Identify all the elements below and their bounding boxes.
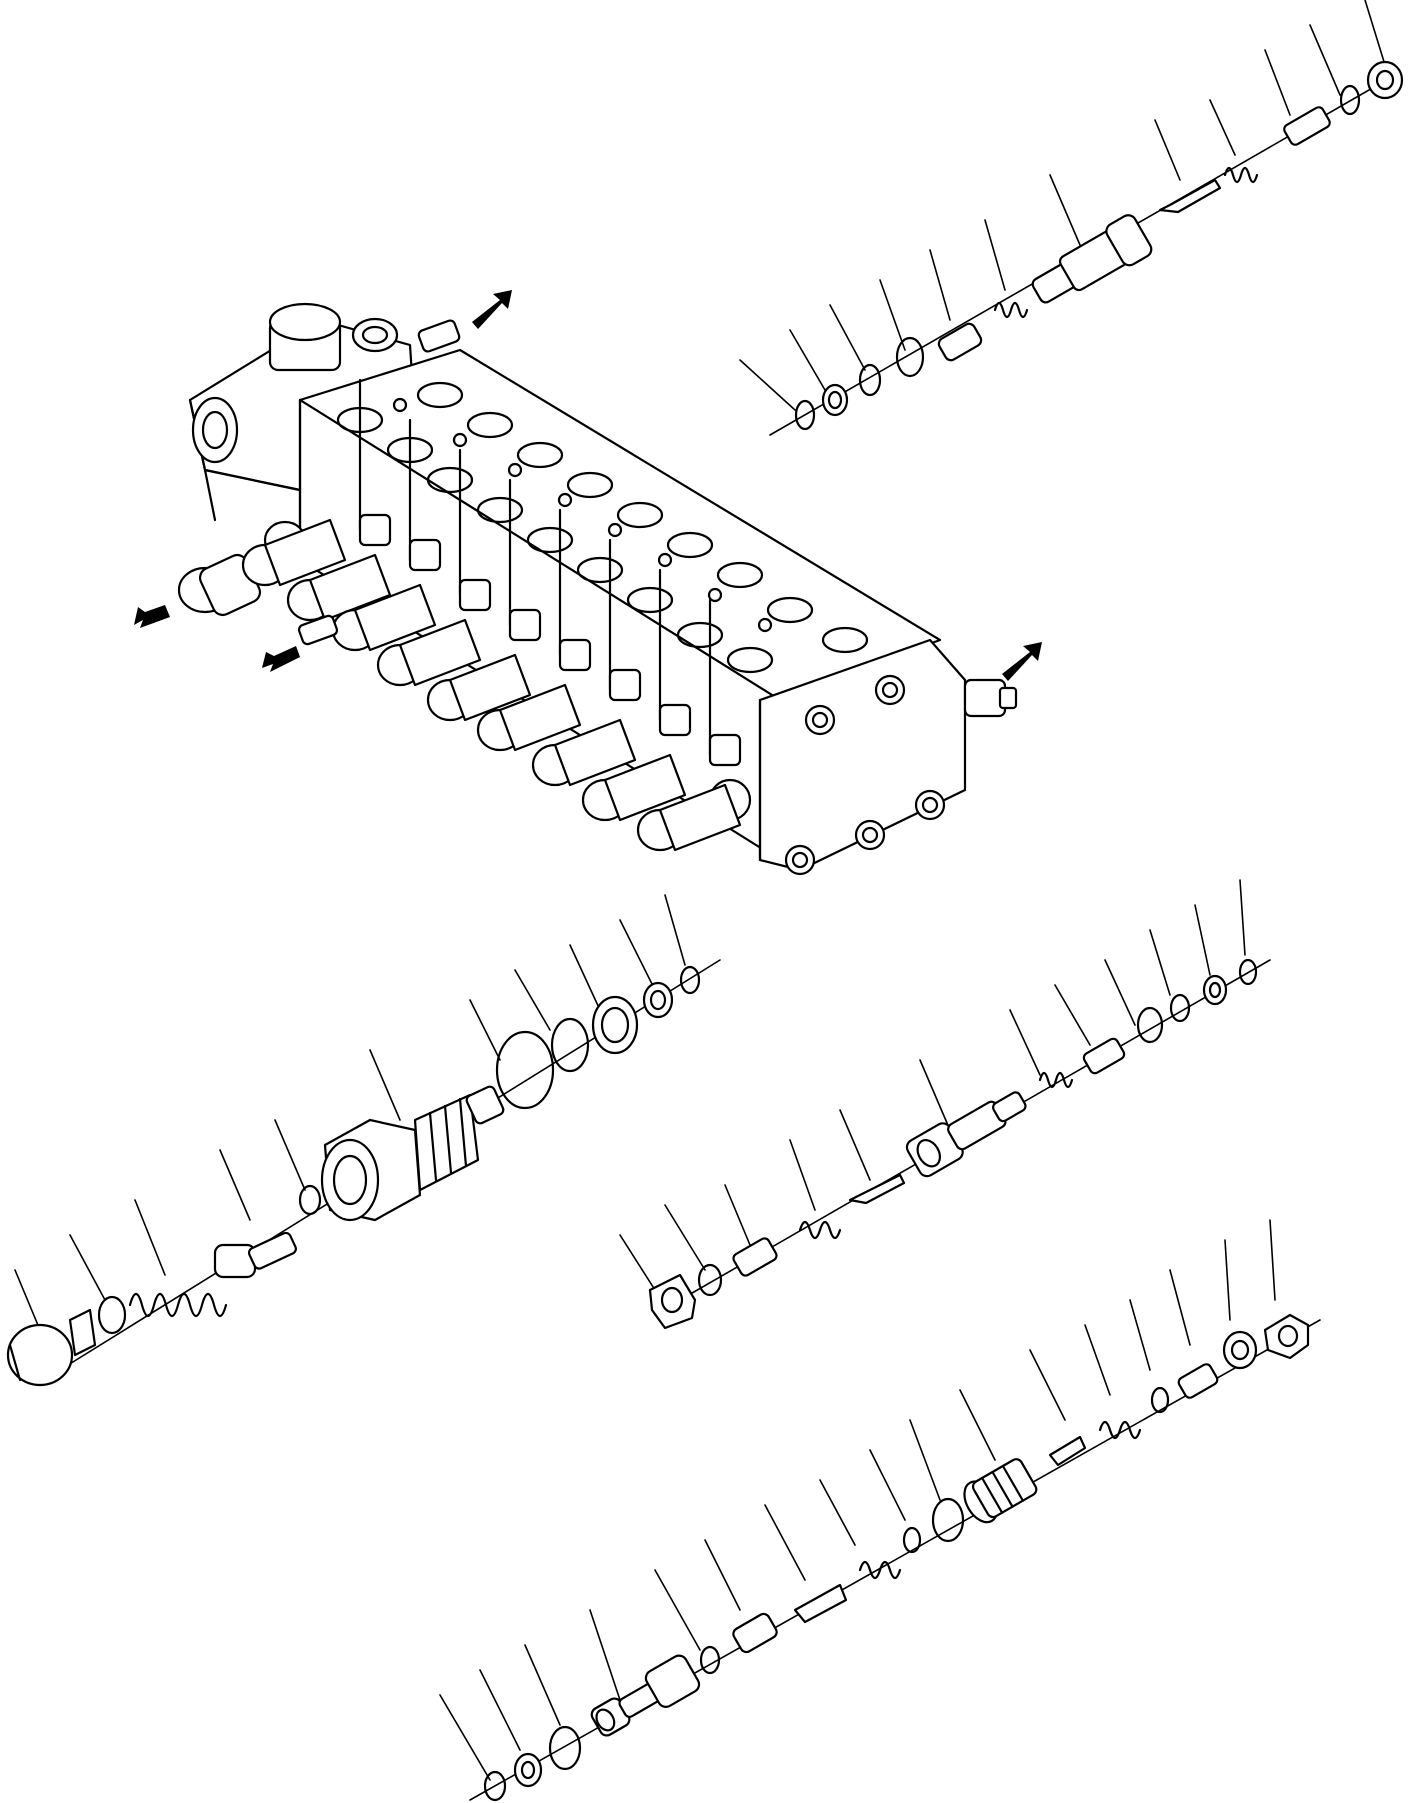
spring	[858, 1560, 902, 1580]
valve-body	[905, 1091, 1027, 1178]
parts-group-middle-right	[619, 879, 1271, 1330]
spring	[1098, 1420, 1142, 1440]
plug	[6, 1308, 97, 1387]
o-ring	[902, 1526, 922, 1554]
outlet-section	[708, 638, 1018, 876]
spring	[128, 1292, 228, 1318]
spool-caps	[177, 513, 742, 852]
o-ring	[697, 1263, 723, 1297]
poppet	[213, 1231, 297, 1279]
valve-body	[590, 1654, 701, 1737]
needle	[848, 1173, 906, 1205]
o-ring	[1238, 958, 1258, 986]
o-ring	[679, 965, 701, 995]
sleeve	[937, 322, 983, 362]
o-ring	[794, 399, 816, 431]
o-ring	[858, 363, 882, 397]
o-ring	[495, 1030, 555, 1110]
sleeve	[1177, 1363, 1219, 1399]
needle	[793, 1583, 848, 1624]
o-ring	[548, 1725, 582, 1771]
o-ring	[97, 1295, 127, 1335]
o-ring	[1169, 993, 1191, 1023]
o-ring	[483, 1770, 507, 1802]
backup-ring	[591, 995, 639, 1055]
view-arrows	[134, 290, 1042, 681]
parts-group-middle-left	[6, 894, 721, 1387]
backup-ring	[1202, 974, 1228, 1006]
o-ring	[895, 336, 925, 378]
valve-body	[1031, 214, 1153, 304]
o-ring	[931, 1497, 965, 1543]
nut	[1263, 1313, 1310, 1360]
backup-ring	[821, 383, 849, 417]
o-ring	[1136, 1006, 1164, 1044]
sleeve	[732, 1612, 778, 1654]
control-valve-block	[177, 302, 1018, 876]
spring	[1223, 166, 1259, 184]
arrow-left-lower	[262, 646, 300, 672]
ring	[1222, 1330, 1258, 1370]
arrow-top	[472, 290, 512, 329]
nut	[648, 1273, 697, 1330]
parts-group-bottom	[439, 1219, 1321, 1802]
nut	[1366, 60, 1404, 100]
o-ring	[1150, 1386, 1170, 1414]
parts-group-top-right	[739, 0, 1404, 436]
spring	[1038, 1071, 1074, 1089]
valve-body	[963, 1458, 1038, 1524]
adjuster	[1283, 106, 1331, 146]
arrow-left-upper	[134, 605, 170, 628]
o-ring	[550, 1017, 590, 1073]
sleeve	[1082, 1037, 1126, 1075]
ring	[642, 981, 674, 1019]
needle	[1158, 178, 1222, 214]
o-ring	[699, 1645, 721, 1675]
spring	[798, 1220, 842, 1240]
arrow-right	[1002, 642, 1042, 681]
needle	[1048, 1435, 1087, 1467]
o-ring	[1339, 84, 1361, 116]
backup-ring	[513, 1752, 543, 1788]
adjuster	[732, 1237, 778, 1277]
valve-body	[320, 1085, 505, 1222]
o-ring	[298, 1184, 322, 1216]
spring	[993, 301, 1029, 319]
